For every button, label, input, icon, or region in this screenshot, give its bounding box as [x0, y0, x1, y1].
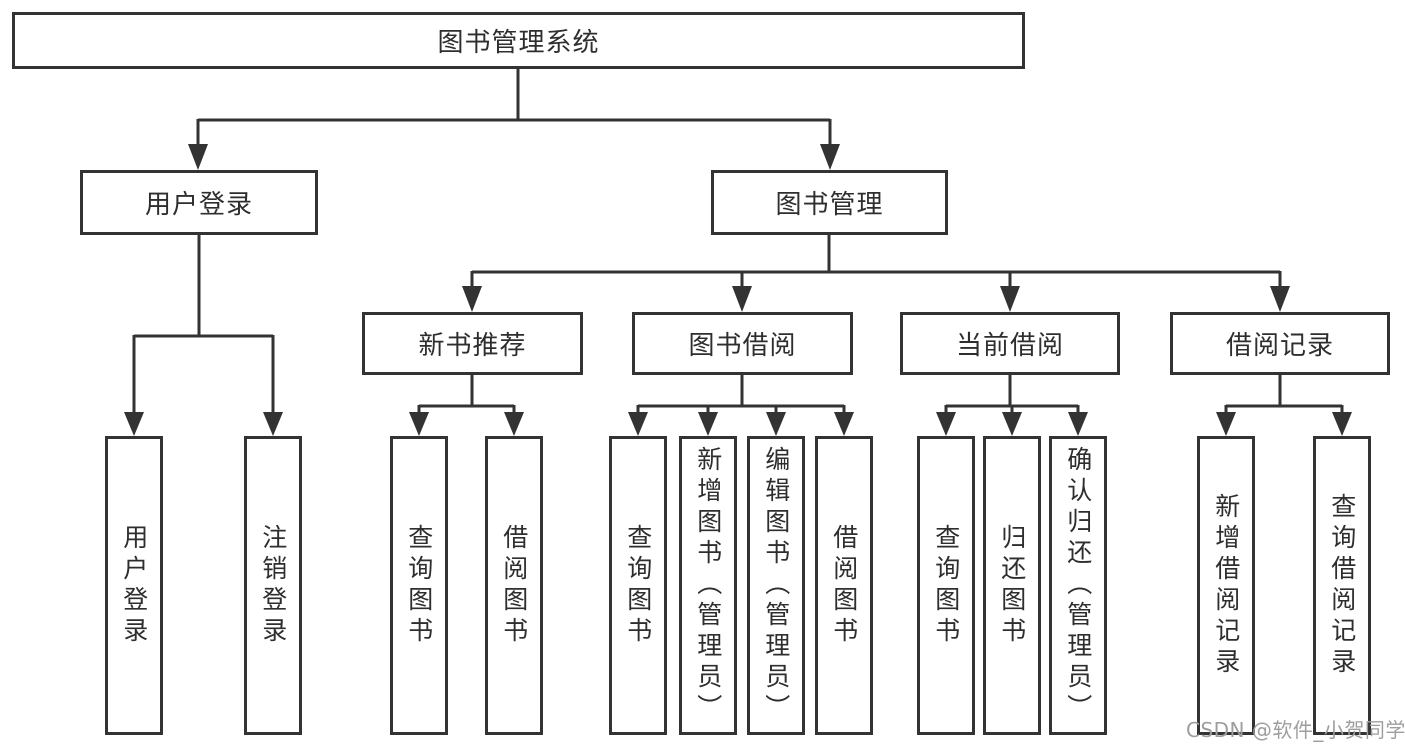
- arrowhead: [766, 412, 786, 436]
- watermark: CSDN @软件_小贺同学: [1186, 718, 1405, 742]
- leaf-borrow-books: 借阅图书: [815, 436, 873, 735]
- leaf-logout: 注销登录: [244, 436, 302, 735]
- arrowhead: [409, 412, 429, 436]
- node-label: 查询图书: [404, 523, 434, 648]
- leaf-edit-books-admin: 编辑图书（管理员）: [747, 436, 805, 735]
- node-current-borrow: 当前借阅: [900, 312, 1120, 375]
- node-book-borrow: 图书借阅: [632, 312, 853, 375]
- arrowhead: [834, 412, 854, 436]
- node-label: 用户登录: [144, 190, 253, 220]
- arrowhead: [188, 144, 208, 170]
- arrowhead: [1002, 412, 1022, 436]
- arrowhead: [124, 412, 144, 436]
- node-label: 新书推荐: [418, 331, 527, 361]
- leaf-add-books-admin: 新增图书（管理员）: [679, 436, 737, 735]
- leaf-query-books: 查询图书: [390, 436, 448, 735]
- leaf-return-books: 归还图书: [983, 436, 1041, 735]
- node-label: 确认归还（管理员）: [1063, 446, 1093, 725]
- node-label: 编辑图书（管理员）: [761, 446, 791, 725]
- node-label: 归还图书: [997, 523, 1027, 648]
- node-label: 新增图书（管理员）: [693, 446, 723, 725]
- node-label: 借阅图书: [829, 523, 859, 648]
- leaf-add-borrow-record: 新增借阅记录: [1197, 436, 1255, 735]
- leaf-confirm-return-admin: 确认归还（管理员）: [1049, 436, 1107, 735]
- leaf-query-borrow-record: 查询借阅记录: [1313, 436, 1371, 735]
- arrowhead: [504, 412, 524, 436]
- node-label: 图书借阅: [688, 331, 797, 361]
- node-label: 新增借阅记录: [1211, 492, 1241, 679]
- leaf-query-books: 查询图书: [609, 436, 667, 735]
- arrowhead: [462, 286, 482, 312]
- arrowhead: [628, 412, 648, 436]
- arrowhead: [1270, 286, 1290, 312]
- node-root-system: 图书管理系统: [12, 12, 1025, 69]
- node-label: 借阅图书: [499, 523, 529, 648]
- node-label: 用户登录: [119, 523, 149, 648]
- node-label: 图书管理系统: [437, 28, 600, 58]
- arrowhead: [936, 412, 956, 436]
- arrowhead: [732, 286, 752, 312]
- arrowhead: [263, 412, 283, 436]
- arrowhead: [1216, 412, 1236, 436]
- node-label: 图书管理: [775, 190, 884, 220]
- arrowhead: [1000, 286, 1020, 312]
- node-label: 当前借阅: [955, 331, 1064, 361]
- node-label: 借阅记录: [1225, 331, 1334, 361]
- node-borrow-records: 借阅记录: [1170, 312, 1390, 375]
- leaf-user-login: 用户登录: [105, 436, 163, 735]
- arrowhead: [1332, 412, 1352, 436]
- arrowhead: [698, 412, 718, 436]
- node-book-management: 图书管理: [711, 170, 948, 235]
- node-user-login: 用户登录: [80, 170, 318, 235]
- leaf-query-books: 查询图书: [917, 436, 975, 735]
- node-new-book-recommend: 新书推荐: [362, 312, 583, 375]
- node-label: 注销登录: [258, 523, 288, 648]
- arrowhead: [1068, 412, 1088, 436]
- node-label: 查询借阅记录: [1327, 492, 1357, 679]
- leaf-borrow-books: 借阅图书: [485, 436, 543, 735]
- node-label: 查询图书: [931, 523, 961, 648]
- arrowhead: [820, 144, 840, 170]
- node-label: 查询图书: [623, 523, 653, 648]
